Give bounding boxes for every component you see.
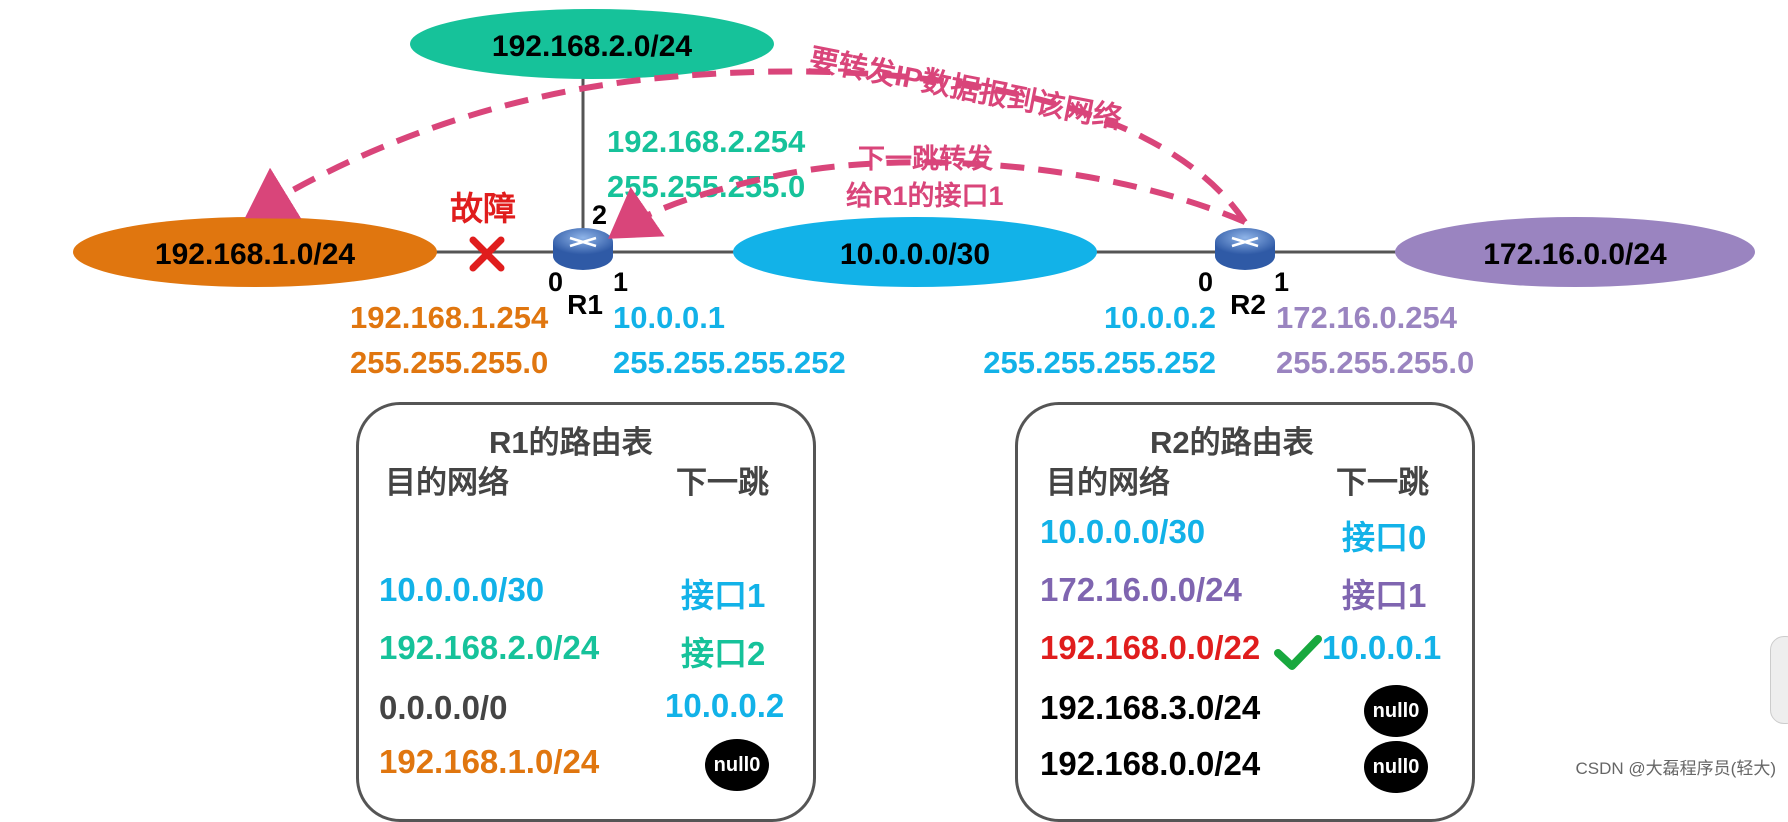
r2-row-5-next: null0: [1364, 741, 1428, 793]
network-label-10-0-0: 10.0.0.0/30: [840, 238, 990, 271]
r1-row-2-dest: 192.168.2.0/24: [379, 629, 600, 666]
r2-if1-ip: 172.16.0.254: [1276, 300, 1458, 335]
side-scroll-handle[interactable]: [1770, 636, 1788, 724]
r1-if2-ip: 192.168.2.254: [607, 124, 806, 159]
r1-row-3-dest: 0.0.0.0/0: [379, 689, 508, 726]
forward-arrow-next-hop: [608, 159, 1247, 239]
r2-if0-mask: 255.255.255.252: [983, 345, 1216, 380]
r2-row-2-next: 接口1: [1342, 577, 1427, 614]
r1-col-dest: 目的网络: [385, 465, 509, 500]
router-r1-icon: [553, 228, 613, 270]
r1-if0-ip: 192.168.1.254: [350, 300, 549, 335]
r2-port-0: 0: [1198, 267, 1213, 297]
r1-row-1-next: 接口1: [681, 577, 766, 614]
r2-col-next: 下一跳: [1336, 465, 1429, 500]
r1-if0-mask: 255.255.255.0: [350, 345, 548, 380]
r1-col-next: 下一跳: [676, 465, 769, 500]
r1-port-0: 0: [548, 267, 563, 297]
forward-arrow-long: [244, 68, 1248, 224]
forward-note: 要转发IP数据报到该网络: [807, 41, 1125, 135]
r2-row-1-next: 接口0: [1342, 519, 1427, 556]
network-label-192-168-1: 192.168.1.0/24: [155, 238, 356, 271]
router-r1-label: R1: [567, 289, 603, 320]
r2-row-1-dest: 10.0.0.0/30: [1040, 513, 1206, 550]
r1-row-4-next: null0: [705, 739, 769, 791]
watermark: CSDN @大磊程序员(轻大): [1575, 759, 1776, 778]
r1-table-title: R1的路由表: [489, 425, 653, 460]
r1-port-2: 2: [592, 200, 607, 230]
r1-row-3-next: 10.0.0.2: [665, 687, 785, 724]
router-r2-label: R2: [1230, 289, 1266, 320]
network-192-168-2: [410, 9, 774, 79]
r2-col-dest: 目的网络: [1046, 465, 1170, 500]
next-hop-note-line2: 给R1的接口1: [846, 180, 1004, 211]
r2-routing-table: R2的路由表 目的网络 下一跳 10.0.0.0/30 接口0 172.16.0…: [1015, 402, 1475, 822]
fault-x-icon: [469, 236, 505, 272]
check-icon: [1274, 635, 1322, 670]
network-172-16-0: [1395, 217, 1755, 287]
r2-row-2-dest: 172.16.0.0/24: [1040, 571, 1242, 608]
r2-row-4-next: null0: [1364, 685, 1428, 737]
r2-row-4-dest: 192.168.3.0/24: [1040, 689, 1261, 726]
network-label-192-168-2: 192.168.2.0/24: [492, 30, 693, 63]
router-r2-icon: [1215, 228, 1275, 270]
network-192-168-1: [73, 217, 437, 287]
r1-if1-ip: 10.0.0.1: [613, 300, 725, 335]
network-label-172-16-0: 172.16.0.0/24: [1483, 238, 1667, 271]
r1-row-4-dest: 192.168.1.0/24: [379, 743, 600, 780]
r2-row-3-next: 10.0.0.1: [1322, 629, 1442, 666]
network-diagram: 192.168.2.0/24 192.168.1.0/24 10.0.0.0/3…: [73, 9, 1755, 380]
r2-if0-ip: 10.0.0.2: [1104, 300, 1216, 335]
r1-port-1: 1: [613, 267, 628, 297]
r2-row-3-dest: 192.168.0.0/22: [1040, 629, 1261, 666]
r1-routing-table: R1的路由表 目的网络 下一跳 10.0.0.0/30 接口1 192.168.…: [356, 402, 816, 822]
r1-if1-mask: 255.255.255.252: [613, 345, 846, 380]
fault-label: 故障: [450, 190, 516, 227]
r1-row-1-dest: 10.0.0.0/30: [379, 571, 545, 608]
r2-port-1: 1: [1274, 267, 1289, 297]
network-10-0-0: [733, 217, 1097, 287]
r2-row-5-dest: 192.168.0.0/24: [1040, 745, 1261, 782]
next-hop-note-line1: 下一跳转发: [858, 143, 993, 174]
r2-table-title: R2的路由表: [1150, 425, 1314, 460]
r2-if1-mask: 255.255.255.0: [1276, 345, 1474, 380]
r1-row-2-next: 接口2: [681, 635, 766, 672]
